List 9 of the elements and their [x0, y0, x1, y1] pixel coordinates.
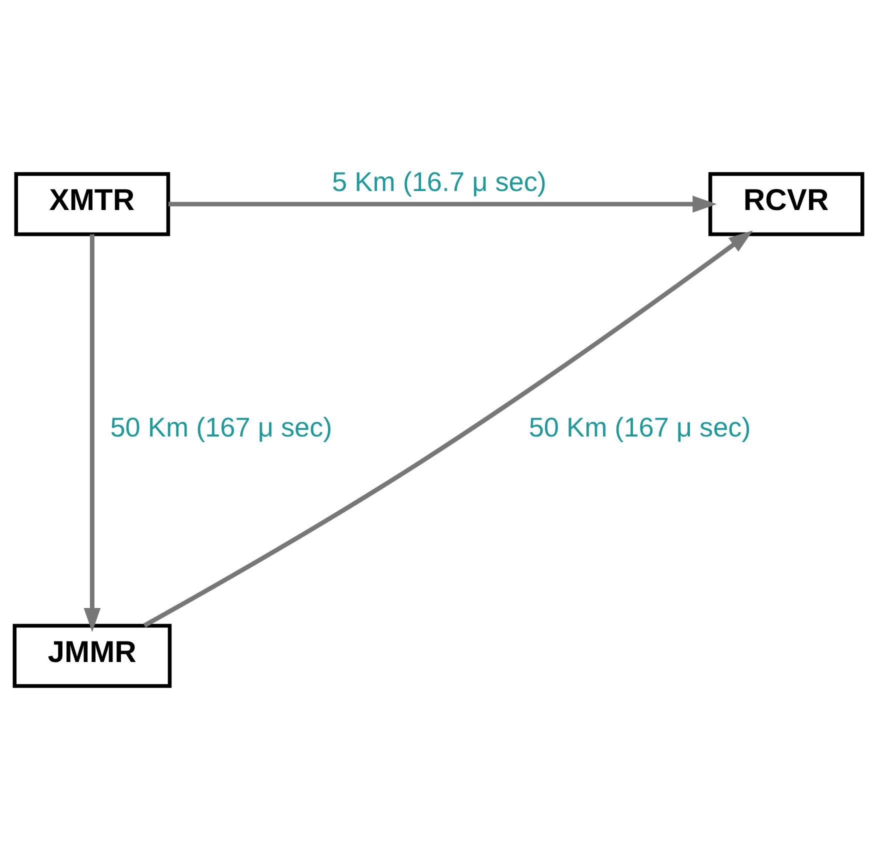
edge-label: 5 Km (16.7 μ sec)	[332, 166, 546, 197]
arrow	[143, 230, 753, 627]
node-box: XMTR	[14, 172, 170, 236]
edge-label: 50 Km (167 μ sec)	[528, 411, 751, 442]
arrow	[84, 234, 101, 632]
node-box: JMMR	[12, 623, 172, 688]
arrow	[168, 195, 717, 212]
edge-label: 50 Km (167 μ sec)	[110, 411, 332, 442]
node-box: RCVR	[708, 172, 864, 236]
